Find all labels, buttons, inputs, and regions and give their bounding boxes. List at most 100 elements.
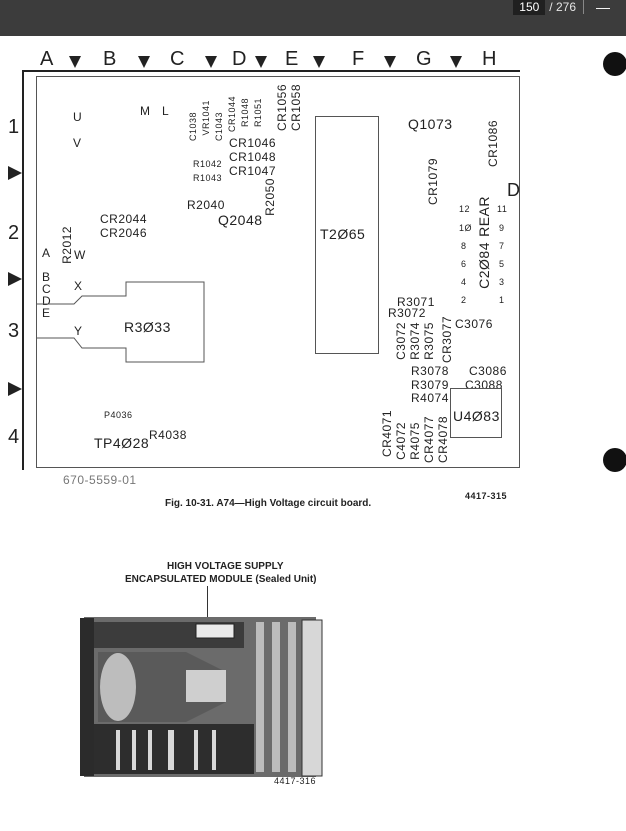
label-q2048: Q2048	[218, 212, 263, 228]
label-c3076: C3076	[455, 317, 493, 331]
board-number: 670-5559-01	[63, 473, 137, 487]
pin-2: 2	[461, 295, 467, 305]
label-cr2046: CR2046	[100, 226, 148, 240]
pin-11: 11	[497, 204, 508, 214]
label-cr4077: CR4077	[422, 416, 436, 464]
row-label-3: 3	[8, 320, 20, 342]
pin-3: 3	[499, 277, 505, 287]
label-m: M	[140, 104, 151, 118]
label-cr1044: CR1044	[227, 96, 237, 133]
pin-7: 7	[499, 241, 505, 251]
figure2-title-line1: HIGH VOLTAGE SUPPLY	[167, 561, 284, 572]
page-counter: 150 / 276	[513, 0, 576, 15]
label-r1051: R1051	[253, 98, 263, 128]
row-label-4: 4	[8, 426, 20, 448]
label-cr4071: CR4071	[380, 410, 394, 458]
label-cr4078: CR4078	[436, 416, 450, 464]
pin-10: 1Ø	[459, 223, 473, 233]
label-r3074: R3074	[408, 322, 422, 360]
col-label-h: H	[482, 48, 497, 70]
label-d-edge: D	[507, 180, 521, 200]
label-c2084: C2Ø84	[476, 242, 492, 289]
col-label-c: C	[170, 48, 185, 70]
page-current-input[interactable]: 150	[513, 0, 546, 15]
label-a-conn: A	[42, 246, 51, 260]
col-arrow-icon	[450, 56, 462, 68]
page-total: / 276	[549, 0, 576, 14]
col-arrow-icon	[69, 56, 81, 68]
label-r1042: R1042	[193, 159, 223, 169]
label-r4075: R4075	[408, 422, 422, 460]
label-l: L	[162, 104, 170, 118]
label-r3071: R3071	[397, 295, 435, 309]
label-v: V	[73, 136, 82, 150]
label-c1038: C1038	[188, 112, 198, 142]
pin-4: 4	[461, 277, 467, 287]
col-arrow-icon	[313, 56, 325, 68]
label-c4072: C4072	[394, 422, 408, 460]
col-label-a: A	[40, 48, 54, 70]
binder-hole-top	[603, 52, 626, 76]
label-cr1056: CR1056	[275, 84, 289, 132]
col-label-f: F	[352, 48, 365, 70]
pin-5: 5	[499, 259, 505, 269]
label-r2040: R2040	[187, 198, 225, 212]
label-r2012: R2012	[60, 226, 74, 264]
label-c3086: C3086	[469, 364, 507, 378]
label-vr1041: VR1041	[201, 100, 211, 136]
label-q1073: Q1073	[408, 116, 453, 132]
board-outline	[36, 76, 520, 468]
col-label-d: D	[232, 48, 247, 70]
label-c1043: C1043	[214, 112, 224, 142]
label-y: Y	[74, 324, 83, 338]
row-label-2: 2	[8, 222, 20, 244]
label-w: W	[74, 248, 86, 262]
label-r3033: R3Ø33	[124, 319, 171, 335]
label-cr2044: CR2044	[100, 212, 148, 226]
label-r4038: R4038	[149, 428, 187, 442]
label-u: U	[73, 110, 83, 124]
viewer-toolbar: 150 / 276 —	[0, 0, 626, 36]
toolbar-separator	[583, 0, 584, 14]
label-r3075: R3075	[422, 322, 436, 360]
label-cr1079: CR1079	[426, 158, 440, 206]
label-c-conn: C	[42, 282, 52, 296]
minus-icon[interactable]: —	[596, 0, 610, 15]
label-t2065: T2Ø65	[320, 226, 366, 242]
label-u4083: U4Ø83	[453, 408, 500, 424]
callout-line	[207, 586, 208, 622]
col-arrow-icon	[384, 56, 396, 68]
col-arrow-icon	[205, 56, 217, 68]
label-cr3077: CR3077	[440, 316, 454, 364]
pin-1: 1	[499, 295, 505, 305]
label-cr1058: CR1058	[289, 84, 303, 132]
binder-hole-bottom	[603, 448, 626, 472]
label-cr1086: CR1086	[486, 120, 500, 168]
label-r3079: R3079	[411, 378, 449, 392]
transformer-t2065	[315, 116, 379, 354]
col-label-b: B	[103, 48, 117, 70]
label-cr1048: CR1048	[229, 150, 277, 164]
label-rear: REAR	[476, 196, 492, 237]
col-arrow-icon	[138, 56, 150, 68]
label-r4074: R4074	[411, 391, 449, 405]
left-rule	[22, 70, 24, 470]
row-arrow-icon	[8, 382, 22, 396]
row-arrow-icon	[8, 272, 22, 286]
figure1-ref: 4417-315	[465, 491, 508, 501]
document-page: A B C D E F G H 1 2 3 4 U V M L C1	[0, 36, 626, 831]
label-r3072: R3072	[388, 306, 426, 320]
ic-u4083	[450, 388, 502, 438]
label-d-conn: D	[42, 294, 52, 308]
figure2-ref: 4417-316	[274, 776, 317, 786]
label-r3078: R3078	[411, 364, 449, 378]
pin-8: 8	[461, 241, 467, 251]
col-arrow-icon	[255, 56, 267, 68]
label-e-conn: E	[42, 306, 51, 320]
row-arrow-icon	[8, 166, 22, 180]
top-rule	[22, 70, 520, 72]
label-p4036: P4036	[104, 410, 133, 420]
r3033-outline	[36, 281, 205, 363]
col-label-e: E	[285, 48, 299, 70]
col-label-g: G	[416, 48, 432, 70]
